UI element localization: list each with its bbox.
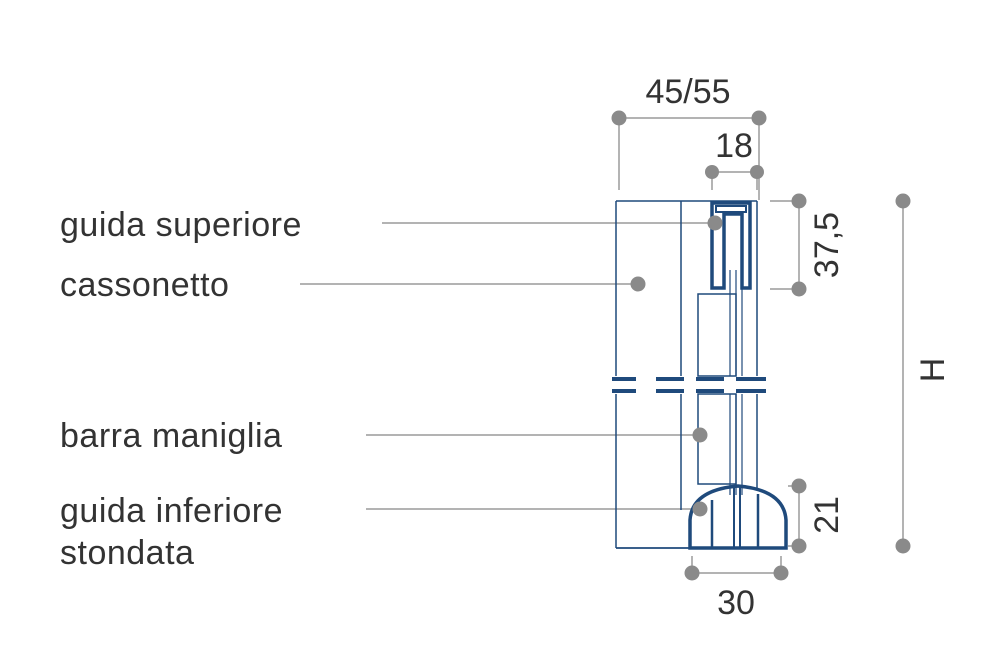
marker-height-top <box>895 193 911 209</box>
marker-bottom-height-bottom <box>791 538 807 554</box>
profile-drawing <box>612 200 788 550</box>
marker-bottom-width-right <box>773 565 789 581</box>
dimension-lines <box>618 117 904 574</box>
dim-top-height: 37,5 <box>808 212 846 278</box>
markers <box>611 110 911 581</box>
marker-bottom-width-left <box>684 565 700 581</box>
marker-height-bottom <box>895 538 911 554</box>
break-marks <box>612 377 766 393</box>
marker-guide-width-right <box>750 165 764 179</box>
marker-top-height-top <box>791 193 807 209</box>
dim-top-guide-width: 18 <box>715 127 753 165</box>
top-guide-profile <box>710 201 752 290</box>
marker-guide-width-left <box>705 165 719 179</box>
dim-height: H <box>914 358 952 383</box>
bottom-guide-profile <box>688 484 788 550</box>
marker-total-width-left <box>611 110 627 126</box>
marker-top-guide <box>707 215 723 231</box>
marker-bottom-height-top <box>791 478 807 494</box>
label-bottom-guide-line2: stondata <box>60 534 195 572</box>
label-handle-bar: barra maniglia <box>60 417 283 455</box>
dim-bottom-width: 30 <box>717 584 755 622</box>
dim-total-width: 45/55 <box>645 73 730 111</box>
dim-bottom-height: 21 <box>808 496 846 534</box>
marker-handle-bar <box>692 427 708 443</box>
leader-lines <box>300 222 715 510</box>
marker-bottom-guide <box>692 501 708 517</box>
marker-total-width-right <box>751 110 767 126</box>
marker-box <box>630 276 646 292</box>
label-bottom-guide-line1: guida inferiore <box>60 492 283 530</box>
label-top-guide: guida superiore <box>60 206 302 244</box>
marker-top-height-bottom <box>791 281 807 297</box>
label-box: cassonetto <box>60 266 230 304</box>
